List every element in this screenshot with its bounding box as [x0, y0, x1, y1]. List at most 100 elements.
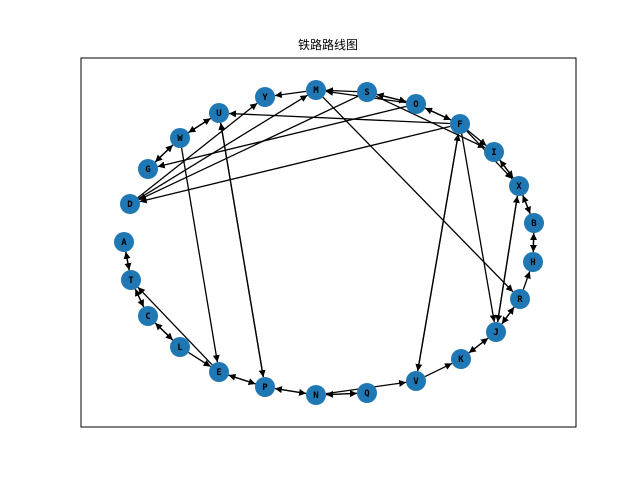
- edge-F-D: [139, 125, 451, 204]
- node-label: J: [493, 328, 498, 338]
- node-circle: [114, 232, 134, 252]
- edge-E-T: [137, 286, 213, 366]
- node-label: U: [216, 109, 221, 119]
- edges-layer: [123, 87, 538, 398]
- node-label: R: [517, 295, 523, 305]
- edge-L-C: [154, 322, 174, 341]
- node-label: L: [177, 343, 183, 353]
- edge-G-W: [154, 144, 174, 163]
- node-circle: [170, 337, 190, 357]
- node-S: S: [357, 82, 377, 102]
- node-label: O: [413, 100, 419, 110]
- node-label: C: [145, 312, 150, 322]
- edge-C-T: [134, 288, 145, 308]
- plot-frame: [80, 57, 577, 428]
- node-circle: [523, 252, 543, 272]
- node-circle: [406, 371, 426, 391]
- node-V: V: [406, 371, 426, 391]
- edge-R-H: [522, 271, 531, 290]
- node-W: W: [170, 128, 190, 148]
- node-U: U: [209, 103, 229, 123]
- edge-R-J: [501, 306, 515, 325]
- edge-W-U: [188, 117, 211, 134]
- edge-V-K: [424, 362, 453, 378]
- edge-J-K: [468, 337, 489, 354]
- edge-P-U: [218, 122, 264, 378]
- node-label: K: [458, 355, 464, 365]
- node-circle: [255, 377, 275, 397]
- node-L: L: [170, 337, 190, 357]
- node-label: T: [128, 276, 134, 286]
- node-circle: [209, 103, 229, 123]
- node-circle: [357, 82, 377, 102]
- edge-J-X: [496, 195, 520, 323]
- node-label: M: [313, 86, 319, 96]
- node-label: P: [262, 383, 268, 393]
- node-H: H: [523, 252, 543, 272]
- node-circle: [255, 87, 275, 107]
- node-P: P: [255, 377, 275, 397]
- node-A: A: [114, 232, 134, 252]
- node-label: F: [457, 120, 462, 130]
- edge-M-R: [322, 96, 514, 293]
- node-circle: [170, 128, 190, 148]
- node-circle: [510, 289, 530, 309]
- node-K: K: [451, 349, 471, 369]
- node-N: N: [306, 385, 326, 405]
- edge-X-B: [522, 195, 531, 214]
- edge-O-F: [424, 107, 452, 121]
- edge-I-X: [499, 159, 514, 179]
- node-label: W: [177, 134, 183, 144]
- node-T: T: [121, 270, 141, 290]
- edge-W-E: [180, 147, 220, 363]
- edge-M-Y: [274, 90, 307, 99]
- node-label: X: [516, 182, 522, 192]
- node-circle: [120, 194, 140, 214]
- node-F: F: [450, 114, 470, 134]
- node-label: H: [530, 258, 535, 268]
- edge-O-G: [157, 105, 407, 169]
- edge-S-D: [138, 95, 359, 201]
- node-label: Q: [364, 389, 370, 399]
- edge-Q-N: [325, 390, 358, 398]
- node-circle: [406, 94, 426, 114]
- edge-L-E: [188, 351, 211, 368]
- node-label: E: [216, 368, 221, 378]
- node-G: G: [138, 159, 158, 179]
- node-circle: [138, 159, 158, 179]
- node-M: M: [306, 80, 326, 100]
- node-circle: [306, 385, 326, 405]
- node-circle: [138, 306, 158, 326]
- edge-P-E: [228, 373, 256, 385]
- node-X: X: [509, 176, 529, 196]
- node-E: E: [209, 362, 229, 382]
- node-circle: [357, 383, 377, 403]
- node-J: J: [486, 322, 506, 342]
- edge-V-F: [417, 133, 461, 372]
- node-R: R: [510, 289, 530, 309]
- edge-N-P: [274, 386, 307, 395]
- edge-D-M: [138, 94, 308, 200]
- node-B: B: [524, 213, 544, 233]
- node-D: D: [120, 194, 140, 214]
- node-circle: [524, 213, 544, 233]
- edge-D-Y: [137, 102, 258, 199]
- node-C: C: [138, 306, 158, 326]
- chart-title: 铁路路线图: [298, 37, 358, 52]
- node-label: Y: [262, 93, 268, 103]
- node-label: S: [364, 88, 369, 98]
- node-circle: [509, 176, 529, 196]
- node-circle: [121, 270, 141, 290]
- node-circle: [306, 80, 326, 100]
- edge-F-U: [228, 110, 451, 125]
- node-circle: [451, 349, 471, 369]
- node-circle: [450, 114, 470, 134]
- edge-F-J: [461, 133, 497, 323]
- node-label: A: [121, 238, 127, 248]
- node-circle: [484, 142, 504, 162]
- node-label: B: [531, 219, 537, 229]
- node-circle: [486, 322, 506, 342]
- edge-T-A: [123, 251, 131, 271]
